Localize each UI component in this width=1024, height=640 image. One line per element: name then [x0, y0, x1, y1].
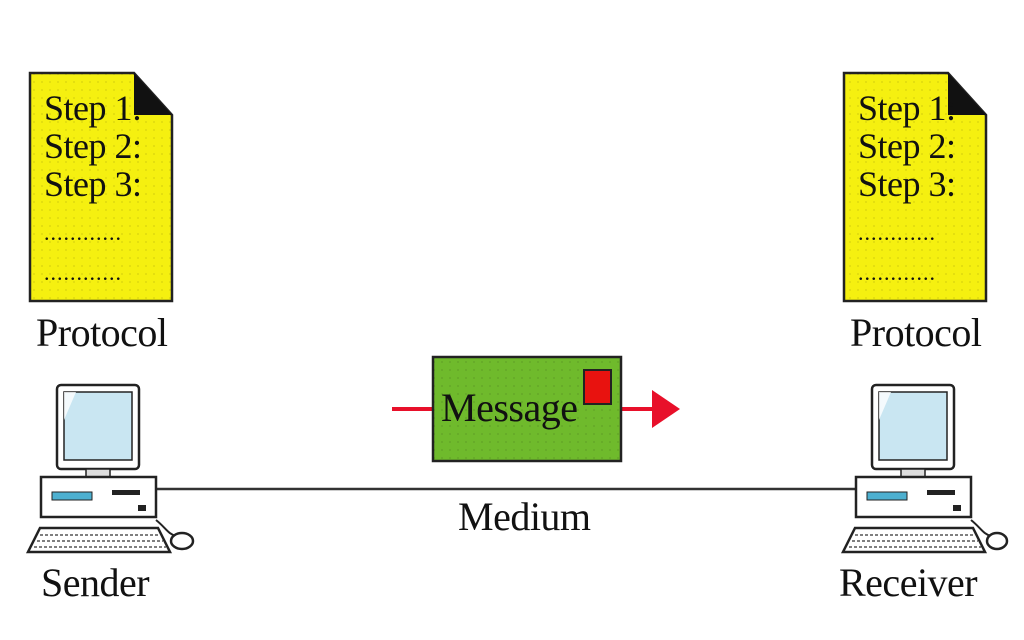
document-icon — [842, 71, 988, 303]
sender-protocol-document: Step 1: Step 2: Step 3: ............ ...… — [28, 71, 174, 303]
receiver-dots-1: ............ — [858, 220, 936, 245]
computer-icon — [25, 383, 195, 554]
sender-step-2: Step 2: — [44, 126, 142, 166]
stamp-icon — [583, 369, 612, 405]
document-icon — [28, 71, 174, 303]
sender-label: Sender — [41, 560, 150, 605]
medium-label: Medium — [458, 494, 591, 539]
receiver-step-2: Step 2: — [858, 126, 956, 166]
sender-dots-2: ............ — [44, 260, 122, 285]
sender-protocol-label: Protocol — [36, 310, 168, 355]
receiver-protocol-document: Step 1: Step 2: Step 3: ............ ...… — [842, 71, 988, 303]
receiver-computer — [840, 383, 1009, 554]
message-label: Message — [441, 385, 577, 430]
sender-step-1: Step 1: — [44, 88, 142, 128]
receiver-label: Receiver — [839, 560, 978, 605]
receiver-step-3: Step 3: — [858, 164, 956, 204]
computer-icon — [840, 383, 1009, 554]
receiver-step-1: Step 1: — [858, 88, 956, 128]
receiver-protocol-label: Protocol — [850, 310, 982, 355]
sender-dots-1: ............ — [44, 220, 122, 245]
arrow-right-icon — [392, 390, 680, 428]
sender-step-3: Step 3: — [44, 164, 142, 204]
message-envelope: Message — [431, 355, 623, 463]
receiver-dots-2: ............ — [858, 260, 936, 285]
sender-computer — [25, 383, 195, 554]
